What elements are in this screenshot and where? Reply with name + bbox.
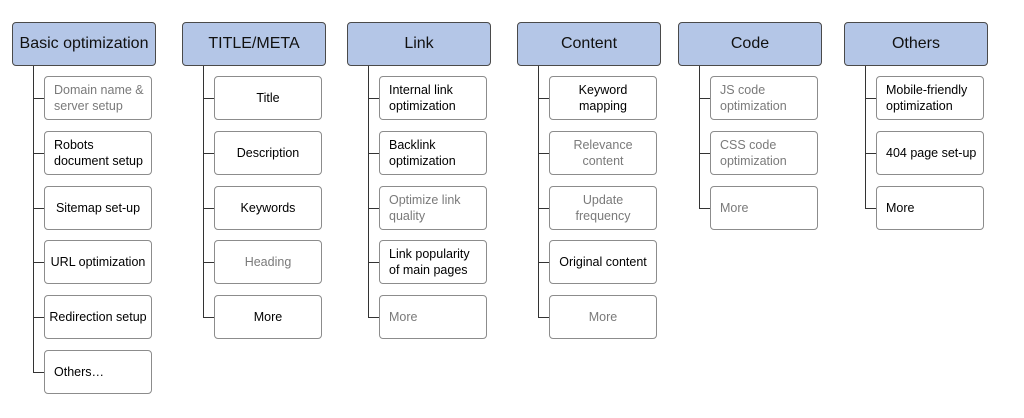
connector-branch <box>203 98 214 99</box>
node-link-1: Internal link optimization <box>379 76 487 120</box>
connector-branch <box>368 317 379 319</box>
connector-branch <box>368 152 379 154</box>
node-others-1: Mobile-friendly optimization <box>876 76 984 120</box>
connector-branch <box>33 317 44 319</box>
node-link-2: Backlink optimization <box>379 130 487 175</box>
connector-trunk <box>368 66 369 318</box>
node-code-2: CSS code optimization <box>710 130 818 175</box>
header-title-meta: TITLE/META <box>182 22 326 66</box>
node-title-meta-2: Description <box>214 130 322 175</box>
header-link: Link <box>347 22 491 66</box>
connector-branch <box>203 207 214 209</box>
connector-trunk <box>538 66 539 318</box>
node-link-5: More <box>379 295 487 340</box>
node-link-3: Optimize link quality <box>379 185 487 230</box>
header-content: Content <box>517 22 661 66</box>
connector-branch <box>203 152 214 154</box>
connector-branch <box>538 207 549 209</box>
connector-branch <box>203 262 214 264</box>
connector-branch <box>33 372 44 373</box>
node-code-1: JS code optimization <box>710 76 818 120</box>
header-basic: Basic optimization <box>12 22 156 66</box>
connector-trunk <box>865 66 866 208</box>
node-title-meta-1: Title <box>214 76 322 120</box>
node-content-3: Update frequency <box>549 185 657 230</box>
connector-branch <box>699 152 710 154</box>
header-code: Code <box>678 22 822 66</box>
header-others: Others <box>844 22 988 66</box>
connector-branch <box>368 262 379 264</box>
node-content-2: Relevance content <box>549 130 657 175</box>
node-content-1: Keyword mapping <box>549 76 657 120</box>
node-title-meta-5: More <box>214 295 322 340</box>
connector-branch <box>368 98 379 99</box>
connector-branch <box>33 152 44 154</box>
connector-trunk <box>699 66 700 208</box>
node-basic-3: Sitemap set-up <box>44 185 152 230</box>
connector-branch <box>538 317 549 319</box>
connector-branch <box>699 98 710 99</box>
connector-branch <box>538 262 549 264</box>
node-basic-2: Robots document setup <box>44 130 152 175</box>
connector-branch <box>203 317 214 319</box>
connector-branch <box>33 207 44 209</box>
node-basic-1: Domain name & server setup <box>44 76 152 120</box>
connector-branch <box>368 207 379 209</box>
node-others-3: More <box>876 185 984 230</box>
connector-branch <box>33 262 44 264</box>
connector-branch <box>33 98 44 99</box>
node-basic-5: Redirection setup <box>44 295 152 340</box>
connector-trunk <box>33 66 34 372</box>
node-others-2: 404 page set-up <box>876 130 984 175</box>
node-code-3: More <box>710 185 818 230</box>
connector-branch <box>538 152 549 154</box>
node-content-5: More <box>549 295 657 340</box>
node-title-meta-3: Keywords <box>214 185 322 230</box>
node-link-4: Link popularity of main pages <box>379 240 487 285</box>
node-basic-6: Others… <box>44 350 152 394</box>
connector-branch <box>865 207 876 209</box>
connector-trunk <box>203 66 204 318</box>
node-basic-4: URL optimization <box>44 240 152 285</box>
node-title-meta-4: Heading <box>214 240 322 285</box>
connector-branch <box>865 152 876 154</box>
connector-branch <box>865 98 876 99</box>
connector-branch <box>538 98 549 99</box>
node-content-4: Original content <box>549 240 657 285</box>
connector-branch <box>699 207 710 209</box>
